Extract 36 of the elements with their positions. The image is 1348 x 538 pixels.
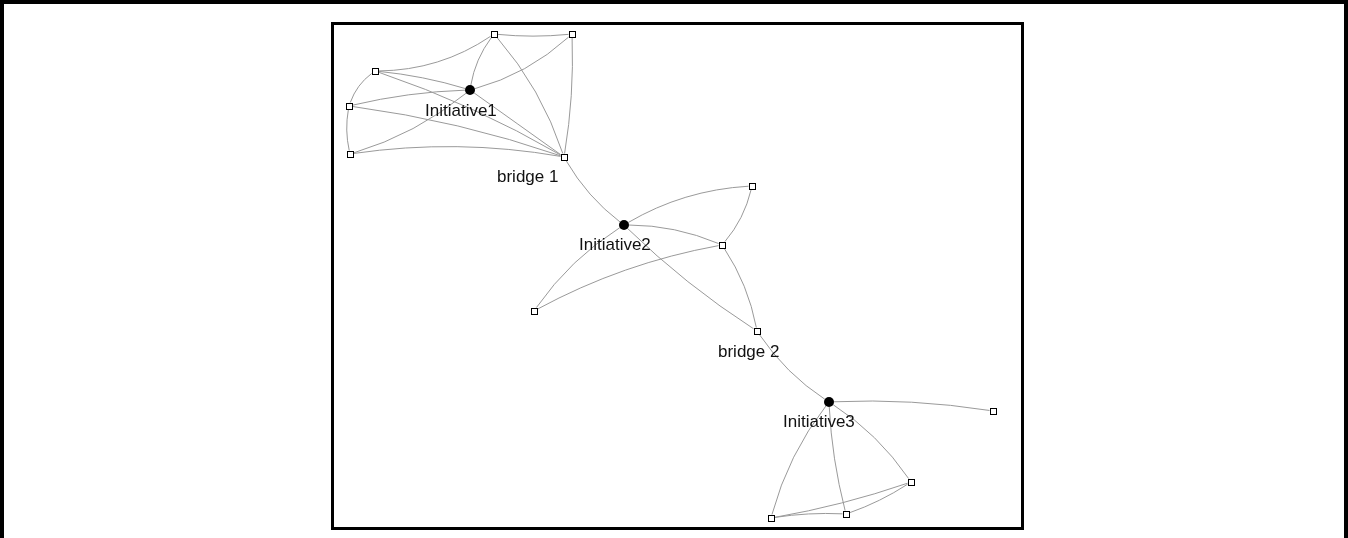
connector-line xyxy=(627,185,749,223)
connector-line xyxy=(352,105,561,157)
connector-line xyxy=(537,245,719,310)
connector-line xyxy=(353,92,467,154)
connector-line xyxy=(565,160,621,223)
connector-line xyxy=(828,406,846,511)
connector-line xyxy=(349,73,372,103)
connector-line xyxy=(497,33,569,37)
node-label: Initiative1 xyxy=(425,101,497,121)
connector-line xyxy=(774,482,908,518)
connector-line xyxy=(832,404,910,479)
connector-line xyxy=(378,35,491,72)
connector-line xyxy=(473,92,561,155)
connector-line xyxy=(378,71,561,156)
connector-line xyxy=(535,227,621,308)
connector-line xyxy=(352,89,466,106)
connector-line xyxy=(724,189,752,242)
node-label: Initiative2 xyxy=(579,235,651,255)
connector-line xyxy=(627,228,754,330)
connector-line xyxy=(470,37,492,86)
node-label: bridge 1 xyxy=(497,167,559,187)
connector-line xyxy=(771,405,827,515)
connector-line xyxy=(564,37,573,154)
node-label: bridge 2 xyxy=(718,342,780,362)
connector-line xyxy=(353,146,561,157)
connector-line xyxy=(628,224,719,245)
node-label: Initiative3 xyxy=(783,412,855,432)
connector-line xyxy=(496,37,564,154)
connector-line xyxy=(833,400,990,411)
connector-line xyxy=(774,512,843,518)
connector-line xyxy=(378,70,466,90)
connector-line xyxy=(723,248,757,328)
connector-line xyxy=(474,36,569,90)
connector-line xyxy=(346,109,350,151)
connector-line xyxy=(758,334,826,400)
connector-line xyxy=(849,483,908,514)
